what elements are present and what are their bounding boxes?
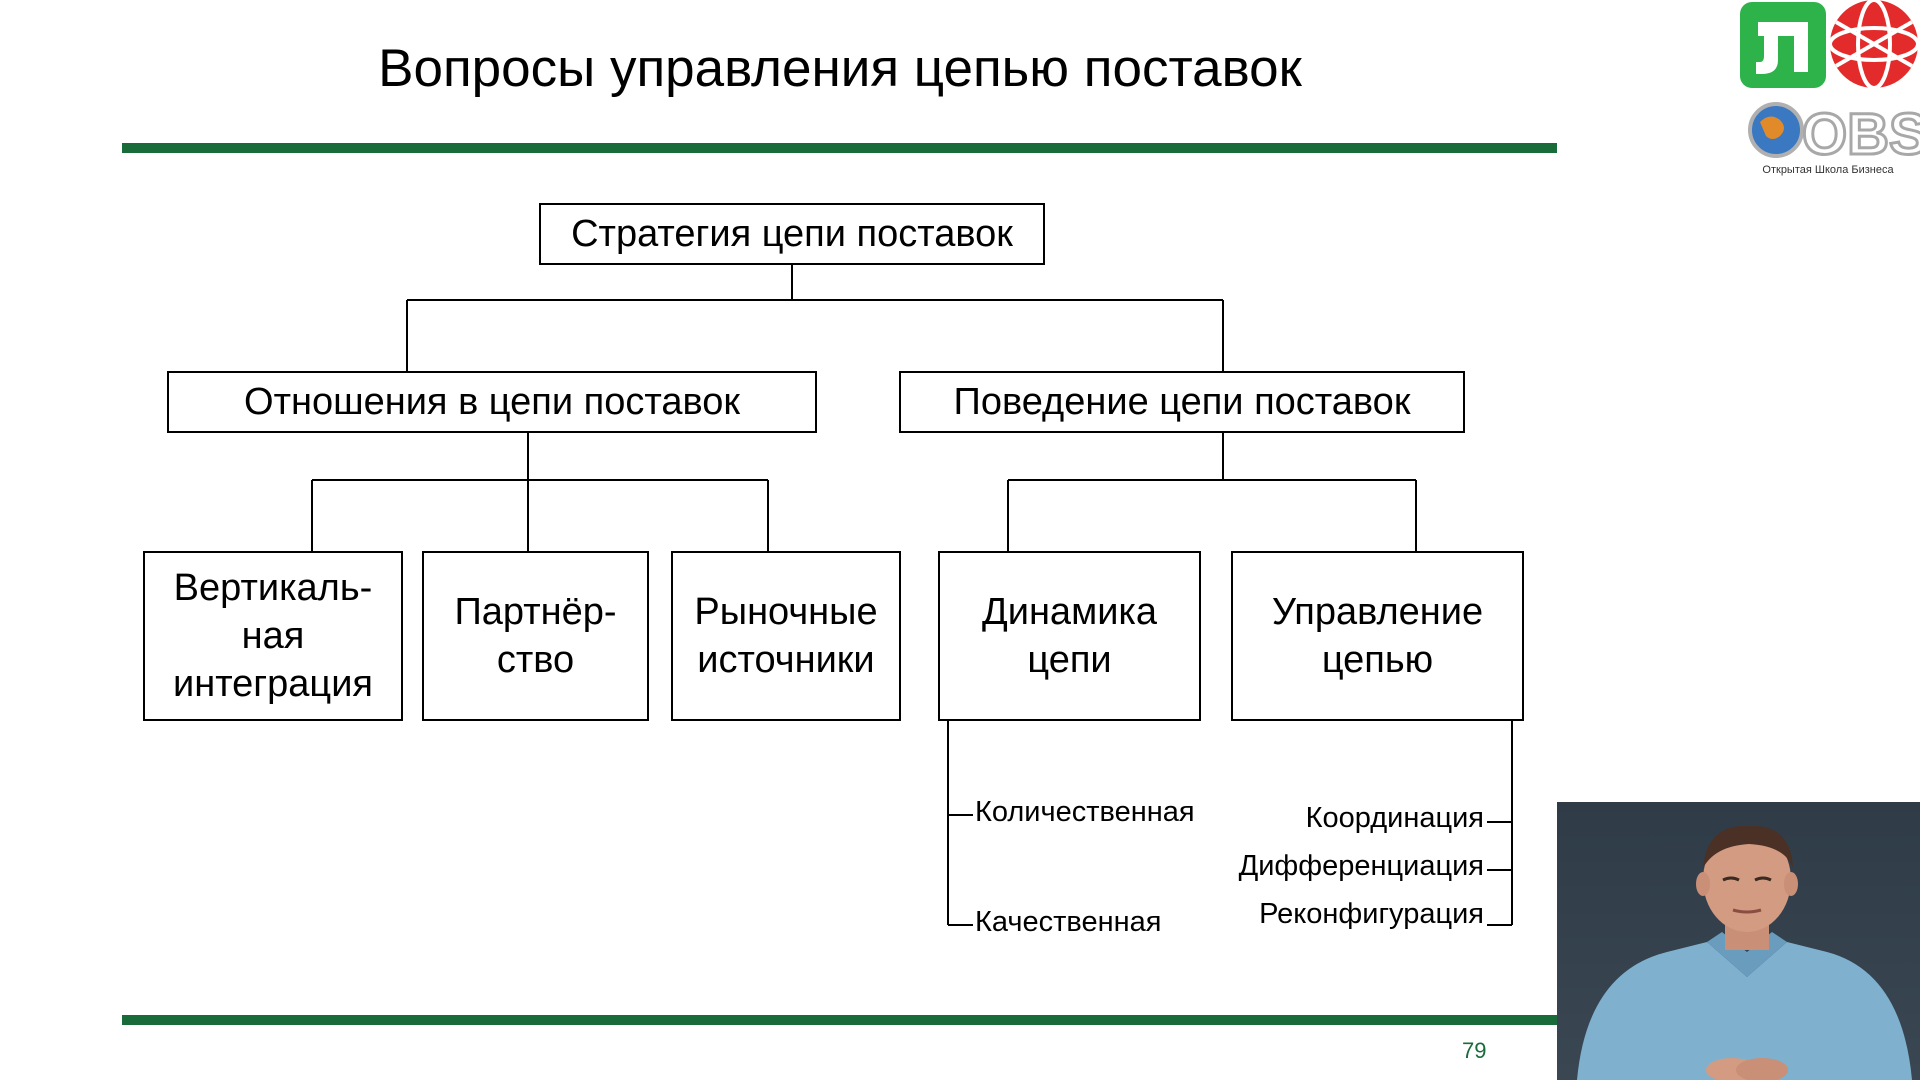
dynamics-item-qualitative: Качественная: [975, 906, 1162, 938]
behavior-box: Поведение цепи поставок: [899, 371, 1465, 433]
behavior-label: Поведение цепи поставок: [953, 381, 1411, 423]
page-number: 79: [1462, 1038, 1487, 1063]
logo-tagline: Открытая Школа Бизнеса: [1762, 164, 1894, 176]
relations-label: Отношения в цепи поставок: [244, 381, 740, 423]
root-strategy-box: Стратегия цепи поставок: [539, 203, 1045, 265]
dynamics-item-quantitative: Количественная: [975, 796, 1195, 828]
relations-box: Отношения в цепи поставок: [167, 371, 817, 433]
obs-logo: OBS Открытая Школа Бизнеса: [1736, 0, 1920, 180]
presenter-video: [1557, 802, 1920, 1080]
top-divider: [122, 143, 1557, 153]
connector-lines: [311, 264, 1513, 926]
bottom-divider: [122, 1015, 1557, 1025]
logo-red-globe-icon: [1828, 0, 1920, 90]
management-item-coordination: Координация: [1305, 802, 1484, 834]
chain-management-box: Управление цепью: [1231, 551, 1524, 721]
chain-dynamics-box: Динамика цепи: [938, 551, 1201, 721]
management-item-differentiation: Дифференциация: [1238, 850, 1484, 882]
market-sources-label: Рыночные источники: [694, 591, 878, 681]
partnership-box: Партнёр- ство: [422, 551, 649, 721]
vertical-integration-box: Вертикаль- ная интеграция: [143, 551, 403, 721]
logo-brand-text: OBS: [1802, 102, 1920, 167]
chain-management-label: Управление цепью: [1271, 591, 1484, 681]
slide-title: Вопросы управления цепью поставок: [378, 39, 1302, 98]
logo-green-block-icon: [1740, 2, 1826, 88]
partnership-label: Партнёр- ство: [454, 591, 617, 681]
chain-dynamics-label: Динамика цепи: [981, 591, 1158, 681]
market-sources-box: Рыночные источники: [671, 551, 901, 721]
vertical-integration-label: Вертикаль- ная интеграция: [172, 567, 374, 705]
logo-earth-icon: [1748, 102, 1804, 158]
root-strategy-label: Стратегия цепи поставок: [571, 213, 1013, 255]
management-item-reconfiguration: Реконфигурация: [1259, 898, 1484, 930]
